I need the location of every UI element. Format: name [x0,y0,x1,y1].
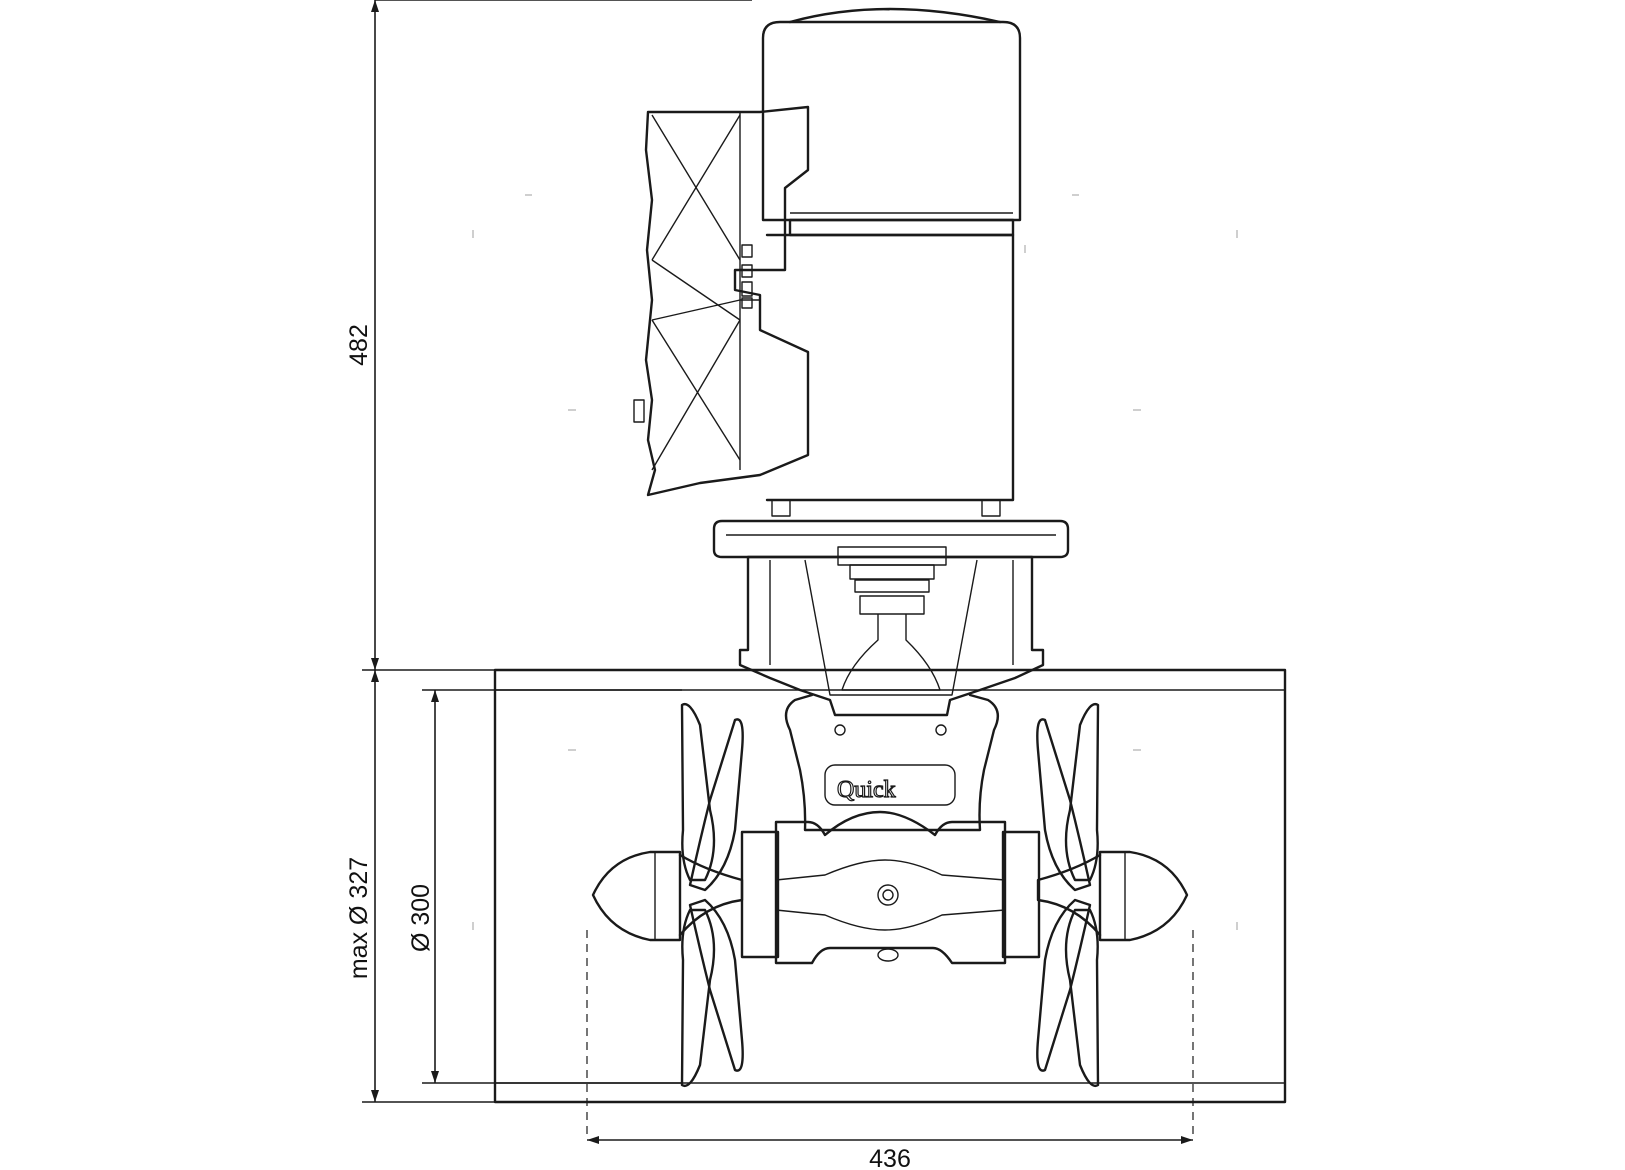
dimension-total-height: 482 [345,0,752,671]
dimension-label-436: 436 [869,1145,911,1170]
gear-leg: Quick [738,546,1045,832]
right-propeller [1036,703,1189,1087]
dimension-label-482: 482 [345,324,373,366]
registration-marks [472,194,1238,930]
propeller-hub [740,810,1041,965]
left-propeller [591,703,744,1087]
dimension-tunnel-diameter: max Ø 327 [345,670,495,1103]
dimension-overall-width: 436 [587,1136,1193,1170]
logo-plate [824,764,956,806]
dimension-label-300: Ø 300 [407,884,435,952]
dimension-label-max-327: max Ø 327 [345,857,373,979]
control-box [633,105,810,497]
brand-logo: Quick [837,777,896,803]
dimension-propeller-diameter: Ø 300 [407,689,682,1084]
electric-motor [761,7,1022,517]
mounting-flange [712,519,1070,559]
